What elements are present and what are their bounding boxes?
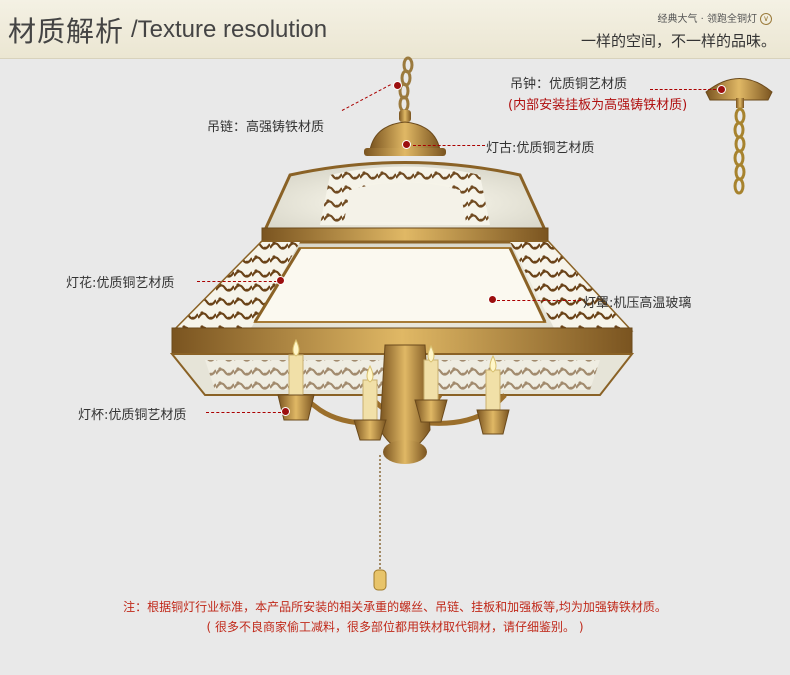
- marker-dot: [393, 81, 402, 90]
- pull-chain: [373, 455, 387, 591]
- page-title-cn: 材质解析: [8, 15, 125, 48]
- tagline-small-text: 经典大气 · 领跑全铜灯: [657, 14, 757, 25]
- callout-chain: 吊链：高强铸铁材质: [207, 120, 325, 135]
- marker-dot: [276, 276, 285, 285]
- callout-lamp-flower: 灯花:优质铜艺材质: [66, 276, 175, 291]
- leader-line: [650, 89, 716, 90]
- marker-dot: [281, 407, 290, 416]
- marker-dot: [488, 295, 497, 304]
- candles: [277, 338, 510, 441]
- callout-ceiling-plate-note: (内部安装挂板为高强铸铁材质): [508, 98, 688, 113]
- header-banner: 材质解析 /Texture resolution 经典大气 · 领跑全铜灯∨ 一…: [0, 0, 790, 59]
- upper-shade: [262, 161, 548, 232]
- chevron-down-icon: ∨: [760, 13, 772, 25]
- leader-line: [413, 145, 485, 146]
- leader-line: [497, 300, 581, 301]
- callout-finial: 灯古:优质铜艺材质: [486, 141, 595, 156]
- tagline-small: 经典大气 · 领跑全铜灯∨: [657, 10, 772, 25]
- tagline-big: 一样的空间，不一样的品味。: [580, 32, 776, 50]
- page-title-en: /Texture resolution: [131, 16, 328, 43]
- finial: [364, 110, 446, 156]
- marker-dot: [402, 140, 411, 149]
- lower-shade: [171, 240, 634, 332]
- note-line-1: 注：根据铜灯行业标准，本产品所安装的相关承重的螺丝、吊链、挂板和加强板等,均为加…: [123, 600, 667, 614]
- callout-ceiling-plate: 吊钟：优质铜艺材质: [510, 77, 628, 92]
- note-line-2: ( 很多不良商家偷工减料，很多部位都用铁材取代铜材，请仔细鉴别。 ): [206, 620, 584, 634]
- callout-cup: 灯杯:优质铜艺材质: [78, 408, 187, 423]
- center-column: [379, 344, 431, 464]
- callout-shade: 灯罩:机压高温玻璃: [583, 296, 692, 311]
- leader-line: [206, 412, 281, 413]
- ceiling-plate-detail: [705, 78, 773, 195]
- marker-dot: [717, 85, 726, 94]
- leader-line: [197, 281, 277, 282]
